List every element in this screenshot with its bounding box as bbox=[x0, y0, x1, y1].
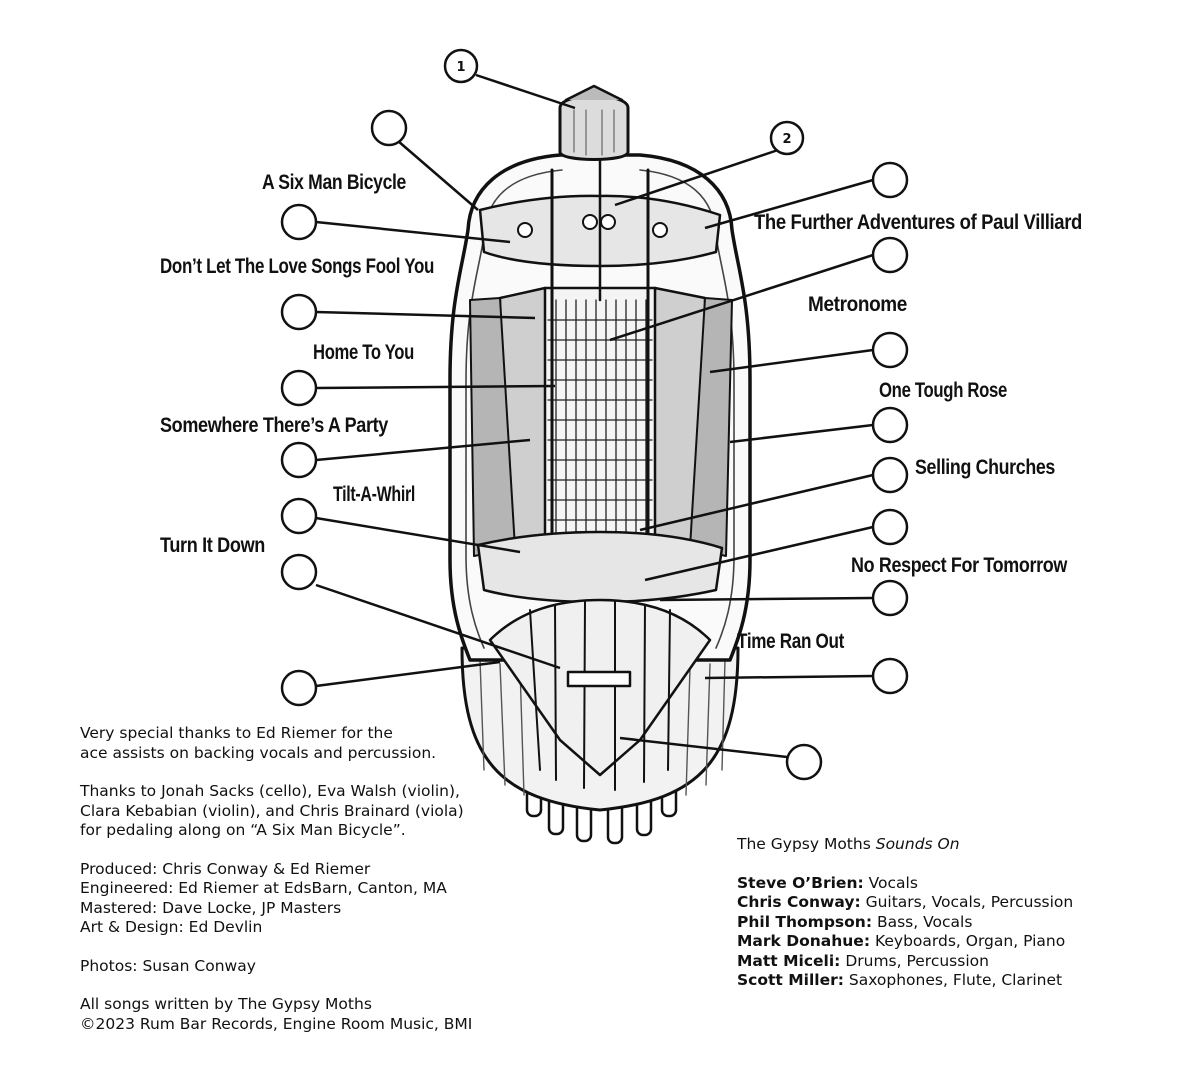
song-label: No Respect For Tomorrow bbox=[851, 554, 1068, 577]
personnel-row: Phil Thompson: Bass, Vocals bbox=[737, 913, 1157, 933]
callout-circles bbox=[280, 109, 909, 781]
song-label: Time Ran Out bbox=[737, 630, 844, 653]
engineered-credit: Engineered: Ed Riemer at EdsBarn, Canton… bbox=[80, 879, 447, 897]
member-role: Guitars, Vocals, Percussion bbox=[865, 893, 1074, 911]
callout-circle bbox=[871, 236, 909, 274]
callout-circle bbox=[871, 456, 909, 494]
thanks-line: Very special thanks to Ed Riemer for the bbox=[80, 724, 393, 742]
song-label: Metronome bbox=[808, 293, 907, 316]
album-title: Sounds On bbox=[875, 835, 960, 853]
callout-circle bbox=[280, 553, 318, 591]
member-name: Scott Miller: bbox=[737, 971, 844, 989]
personnel-row: Chris Conway: Guitars, Vocals, Percussio… bbox=[737, 893, 1157, 913]
member-role: Bass, Vocals bbox=[876, 912, 973, 931]
callout-circle bbox=[280, 203, 318, 241]
thanks-line: for pedaling along on “A Six Man Bicycle… bbox=[80, 821, 406, 839]
lower-mica bbox=[476, 530, 724, 604]
personnel-row: Matt Miceli: Drums, Percussion bbox=[737, 952, 1157, 972]
photos-credit: Photos: Susan Conway bbox=[80, 956, 256, 975]
songwriting-credit: All songs written by The Gypsy Moths bbox=[80, 995, 372, 1013]
personnel-row: Steve O’Brien: Vocals bbox=[737, 874, 1157, 894]
song-label: Turn It Down bbox=[160, 534, 265, 557]
glass-stem bbox=[488, 598, 712, 777]
member-name: Steve O’Brien: bbox=[737, 873, 864, 892]
lead-wires bbox=[529, 601, 671, 791]
song-label: One Tough Rose bbox=[879, 379, 1007, 402]
credits-notes: Very special thanks to Ed Riemer for the… bbox=[80, 724, 540, 1034]
song-label: A Six Man Bicycle bbox=[262, 171, 406, 194]
member-name: Phil Thompson: bbox=[737, 912, 873, 931]
grid-structure bbox=[543, 286, 657, 552]
song-label: Selling Churches bbox=[915, 456, 1055, 479]
callout-circle bbox=[871, 508, 909, 546]
callout-circle bbox=[871, 406, 909, 444]
callout-circle bbox=[280, 497, 318, 535]
member-role: Saxophones, Flute, Clarinet bbox=[848, 971, 1063, 989]
produced-credit: Produced: Chris Conway & Ed Riemer bbox=[80, 859, 371, 878]
callout-circle bbox=[280, 441, 318, 479]
band-name: The Gypsy Moths bbox=[737, 835, 871, 853]
numbered-callout-2: 2 bbox=[769, 120, 805, 156]
grid-lines bbox=[547, 299, 653, 541]
song-label: Home To You bbox=[313, 341, 414, 364]
song-label: Somewhere There’s A Party bbox=[160, 414, 389, 437]
member-role: Vocals bbox=[868, 873, 918, 892]
personnel-row: Mark Donahue: Keyboards, Organ, Piano bbox=[737, 932, 1157, 952]
callout-circle bbox=[871, 579, 909, 617]
callout-circle bbox=[280, 669, 318, 707]
thanks-line: ace assists on backing vocals and percus… bbox=[80, 743, 437, 762]
callout-number-2: 2 bbox=[782, 132, 791, 147]
callout-number-1: 1 bbox=[456, 60, 465, 75]
member-name: Matt Miceli: bbox=[737, 951, 841, 970]
callout-circle bbox=[871, 161, 909, 199]
song-label: The Further Adventures of Paul Villiard bbox=[754, 211, 1082, 234]
thanks-line: Thanks to Jonah Sacks (cello), Eva Walsh… bbox=[80, 782, 460, 800]
member-role: Drums, Percussion bbox=[845, 951, 989, 970]
song-label: Tilt-A-Whirl bbox=[333, 483, 415, 506]
callout-circle bbox=[370, 109, 408, 147]
base-stripes bbox=[479, 659, 726, 796]
member-role: Keyboards, Organ, Piano bbox=[874, 932, 1066, 950]
album-heading: The Gypsy Moths Sounds On bbox=[737, 835, 1157, 855]
callout-circle bbox=[871, 657, 909, 695]
vacuum-tube-illustration bbox=[448, 84, 752, 845]
personnel-row: Scott Miller: Saxophones, Flute, Clarine… bbox=[737, 971, 1157, 991]
numbered-callout-1: 1 bbox=[443, 48, 479, 84]
copyright-line: ©2023 Rum Bar Records, Engine Room Music… bbox=[80, 1014, 473, 1033]
song-labels: A Six Man Bicycle Don’t Let The Love Son… bbox=[160, 171, 1082, 653]
member-name: Mark Donahue: bbox=[737, 932, 871, 950]
callout-circle bbox=[280, 293, 318, 331]
callout-circle bbox=[785, 743, 823, 781]
song-label: Don’t Let The Love Songs Fool You bbox=[160, 255, 434, 278]
callout-circle bbox=[280, 369, 318, 407]
member-name: Chris Conway: bbox=[737, 893, 861, 911]
band-credits: The Gypsy Moths Sounds On Steve O’Brien:… bbox=[737, 835, 1157, 991]
callout-circle bbox=[871, 331, 909, 369]
glass-inner-outline bbox=[465, 169, 563, 649]
callout-lines bbox=[315, 73, 874, 759]
thanks-line: Clara Kebabian (violin), and Chris Brain… bbox=[80, 801, 464, 820]
art-credit: Art & Design: Ed Devlin bbox=[80, 918, 263, 936]
mastered-credit: Mastered: Dave Locke, JP Masters bbox=[80, 898, 342, 917]
